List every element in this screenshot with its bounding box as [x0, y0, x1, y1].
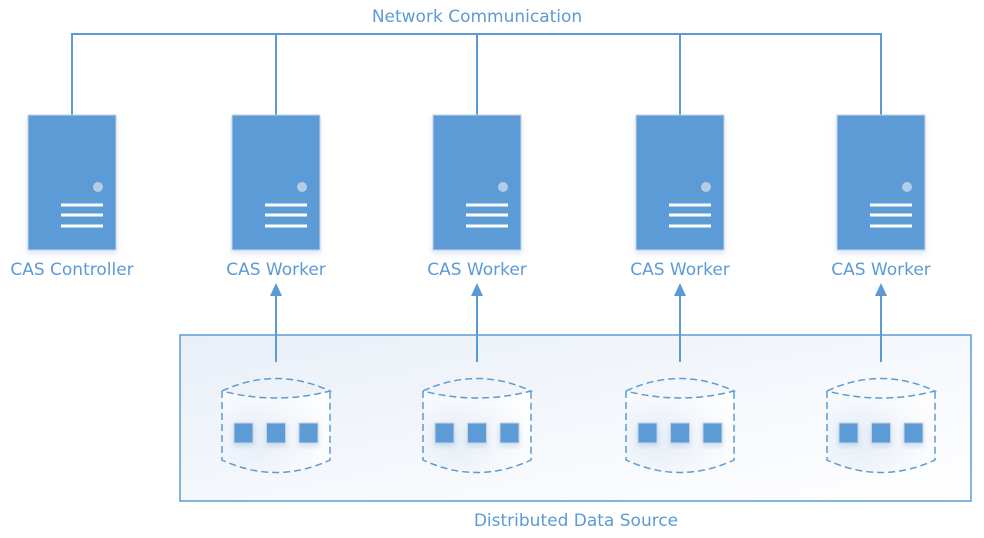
server-node-controller: CAS Controller: [10, 34, 134, 280]
server-indicator-icon: [93, 182, 103, 192]
data-store: [221, 283, 333, 474]
data-block-icon: [298, 422, 319, 444]
data-block-icon: [233, 422, 254, 444]
servers-group: CAS Controller CAS Worker CAS Worker CAS Wo…: [10, 34, 931, 280]
database-cylinder-icon: [625, 391, 735, 474]
server-indicator-icon: [498, 182, 508, 192]
data-block-icon: [903, 422, 924, 444]
server-label: CAS Worker: [831, 260, 931, 280]
server-icon: [27, 114, 117, 251]
server-slot-line: [466, 224, 508, 228]
server-node-worker: CAS Worker: [226, 34, 326, 280]
database-cylinder-icon: [422, 391, 532, 474]
database-cylinder-top: [826, 377, 938, 399]
server-icon: [635, 114, 725, 251]
server-slot-line: [265, 203, 307, 207]
data-block-icon: [499, 422, 520, 444]
server-slot-line: [669, 213, 711, 217]
server-icon: [432, 114, 522, 251]
server-slot-line: [870, 224, 912, 228]
server-slot-line: [61, 224, 103, 228]
database-cylinder-icon: [826, 391, 936, 474]
database-cylinder-top: [422, 377, 534, 399]
server-node-worker: CAS Worker: [427, 34, 527, 280]
server-icon: [836, 114, 926, 251]
server-slot-line: [61, 213, 103, 217]
server-slot-line: [669, 203, 711, 207]
data-block-icon: [467, 422, 487, 444]
server-slot-line: [669, 224, 711, 228]
arrow-up-icon: [270, 283, 282, 296]
distributed-data-source-label: Distributed Data Source: [474, 511, 678, 531]
data-store: [826, 283, 938, 474]
data-store: [422, 283, 534, 474]
server-label: CAS Worker: [226, 260, 326, 280]
server-slot-line: [466, 213, 508, 217]
server-icon: [231, 114, 321, 251]
data-block-icon: [838, 422, 859, 444]
server-indicator-icon: [902, 182, 912, 192]
server-slot-line: [265, 213, 307, 217]
server-slot-line: [61, 203, 103, 207]
data-block-icon: [670, 422, 690, 444]
server-label: CAS Controller: [10, 260, 133, 280]
network-communication-label: Network Communication: [372, 7, 582, 27]
database-cylinder-top: [221, 377, 333, 399]
data-store: [625, 283, 737, 474]
server-indicator-icon: [701, 182, 711, 192]
database-cylinder-top: [625, 377, 737, 399]
arrow-up-icon: [471, 283, 483, 296]
server-slot-line: [870, 213, 912, 217]
server-label: CAS Worker: [630, 260, 730, 280]
data-stores-group: [221, 283, 938, 474]
server-indicator-icon: [297, 182, 307, 192]
data-block-icon: [266, 422, 286, 444]
arrow-up-icon: [674, 283, 686, 296]
server-slot-line: [870, 203, 912, 207]
database-cylinder-icon: [221, 391, 331, 474]
server-node-worker: CAS Worker: [831, 34, 931, 280]
data-block-icon: [702, 422, 723, 444]
arrow-up-icon: [875, 283, 887, 296]
server-slot-line: [265, 224, 307, 228]
data-block-icon: [434, 422, 455, 444]
server-slot-line: [466, 203, 508, 207]
data-block-icon: [871, 422, 891, 444]
data-block-icon: [637, 422, 658, 444]
server-node-worker: CAS Worker: [630, 34, 730, 280]
server-label: CAS Worker: [427, 260, 527, 280]
